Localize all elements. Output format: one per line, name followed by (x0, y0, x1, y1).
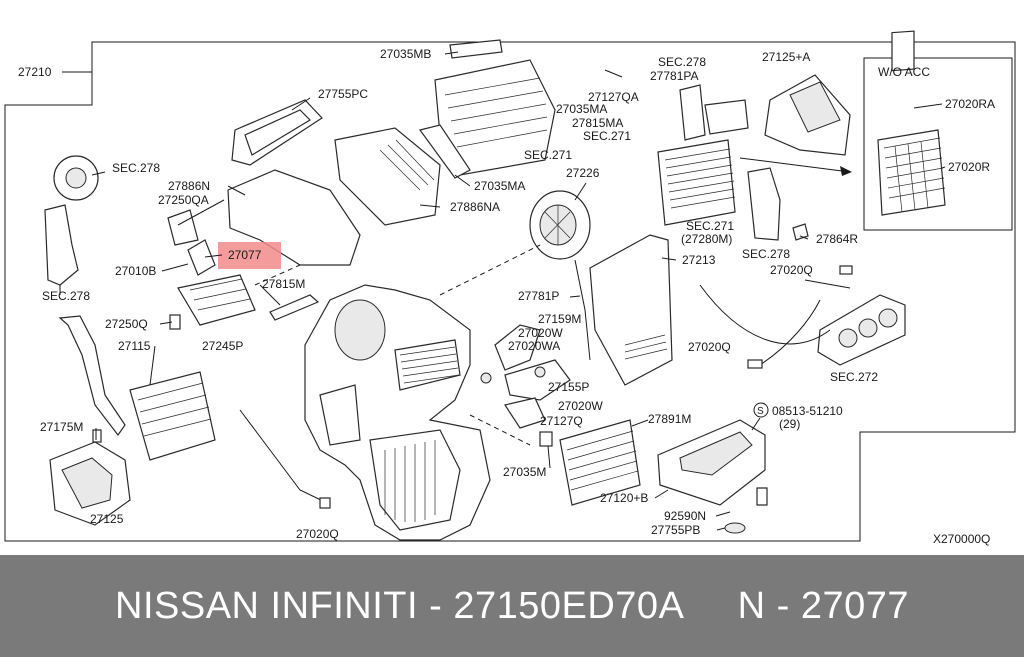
callout-c27127Q: 27127Q (540, 414, 583, 428)
parts-diagram: 27077 27210 27035MB 27127QA 27781PA 2703… (4, 30, 1016, 546)
control-cable (699, 284, 831, 345)
callout-c27020RA: 27020RA (945, 97, 995, 111)
callout-c27159M: 27159M (538, 312, 581, 326)
left-bracket (44, 204, 79, 286)
callout-c27250Q: 27250Q (105, 317, 148, 331)
callout-c27280M: (27280M) (681, 232, 732, 246)
bracket-part (747, 167, 781, 241)
callout-c_sec278_top: SEC.278 (658, 55, 706, 69)
sensor-part (187, 239, 216, 276)
callout-c27815MA: 27815MA (572, 116, 623, 130)
drain-hose (58, 315, 126, 437)
control-panel (817, 294, 906, 366)
callout-c27886N: 27886N (168, 179, 210, 193)
callout-labels: 27210 27035MB 27127QA 27781PA 27035MA 27… (18, 47, 995, 541)
inset-arrowhead (840, 166, 852, 176)
callout-c27210: 27210 (18, 65, 52, 79)
caption-bar: NISSAN INFINITI - 27150ED70A N - 27077 (0, 555, 1024, 657)
callout-c_sec278_mid: SEC.278 (112, 161, 160, 175)
callout-c_sec272: SEC.272 (830, 370, 878, 384)
callout-c_sec271_c: SEC.271 (686, 219, 734, 233)
callout-c27781PA: 27781PA (650, 69, 699, 83)
evaporator-core (657, 84, 749, 226)
screw-qty: (29) (779, 417, 800, 431)
callout-c27010B: 27010B (115, 264, 156, 278)
drawing-code: X270000Q (933, 532, 990, 546)
callout-c27155P: 27155P (548, 380, 589, 394)
callout-c27120B: 27120+B (600, 491, 648, 505)
highlighted-part-label: 27077 (228, 248, 262, 262)
callout-c27213: 27213 (682, 253, 716, 267)
callout-c92590N: 92590N (664, 509, 706, 523)
screw-spec: 08513-51210 (772, 404, 843, 418)
gasket (418, 124, 471, 179)
actuator-parts (494, 324, 541, 371)
filter-cover (589, 234, 673, 386)
callout-c_sec271_a: SEC.271 (583, 129, 631, 143)
callout-c_sec278_left: SEC.278 (42, 289, 90, 303)
lower-cable (239, 409, 326, 503)
control-cable-2 (759, 299, 821, 366)
blower-motor (529, 190, 591, 260)
callout-c27815M: 27815M (262, 277, 305, 291)
wo-acc-inset-frame (863, 57, 1013, 231)
actuator-rod (574, 259, 591, 361)
callout-c27891M: 27891M (648, 412, 691, 426)
filter-small (891, 30, 915, 72)
callout-c27020WA: 27020WA (508, 339, 560, 353)
callout-c27020Q_right: 27020Q (770, 263, 813, 277)
part-number-caption: NISSAN INFINITI - 27150ED70A N - 27077 (115, 584, 909, 627)
mid-duct (334, 127, 441, 226)
round-part (53, 155, 99, 201)
inset-arrow (739, 157, 851, 173)
foot-heater-box (129, 371, 216, 461)
callout-c27226: 27226 (566, 166, 600, 180)
callout-c27781P: 27781P (518, 289, 559, 303)
upper-case-part (434, 39, 556, 176)
callout-c27755PC: 27755PC (318, 87, 368, 101)
callout-c27035M: 27035M (503, 465, 546, 479)
callout-c27175M: 27175M (40, 420, 83, 434)
callout-c_sec271_b: SEC.271 (524, 148, 572, 162)
callout-c27035MA_top: 27035MA (556, 102, 607, 116)
callout-c_sec278_right: SEC.278 (742, 247, 790, 261)
callout-c27755PB: 27755PB (651, 523, 700, 537)
callout-c27115: 27115 (118, 339, 151, 353)
callout-c27864R: 27864R (816, 232, 858, 246)
lower-tray (657, 419, 766, 506)
aspirator-box (177, 274, 256, 326)
callout-c27245P: 27245P (202, 339, 243, 353)
highlight-box (218, 242, 281, 269)
callout-c27127QA: 27127QA (588, 90, 639, 104)
callout-c27020Q_mid: 27020Q (688, 340, 731, 354)
callout-c27020Q_bot: 27020Q (296, 527, 339, 541)
callout-c27886NA: 27886NA (450, 200, 500, 214)
screw-symbol: S (757, 406, 764, 417)
callout-c27020R: 27020R (948, 160, 990, 174)
callout-c27250QA: 27250QA (158, 193, 209, 207)
callout-c27125A: 27125+A (762, 50, 810, 64)
heater-core (559, 419, 641, 506)
callout-c27035MA_mid: 27035MA (474, 179, 525, 193)
screw-symbol-circle (753, 402, 769, 418)
hvac-main-case (304, 284, 491, 541)
callout-c27020W_bot: 27020W (558, 399, 603, 413)
filter-large (877, 129, 946, 216)
callout-c27125: 27125 (90, 512, 124, 526)
bracket-27815M (269, 294, 320, 321)
foot-duct (227, 169, 361, 266)
leader-lines (59, 51, 946, 531)
wo-acc-label: W/O ACC (878, 65, 930, 79)
callout-c27035MB: 27035MB (380, 47, 431, 61)
callout-c27020W_top: 27020W (518, 326, 563, 340)
diagram-frame (4, 41, 1016, 542)
